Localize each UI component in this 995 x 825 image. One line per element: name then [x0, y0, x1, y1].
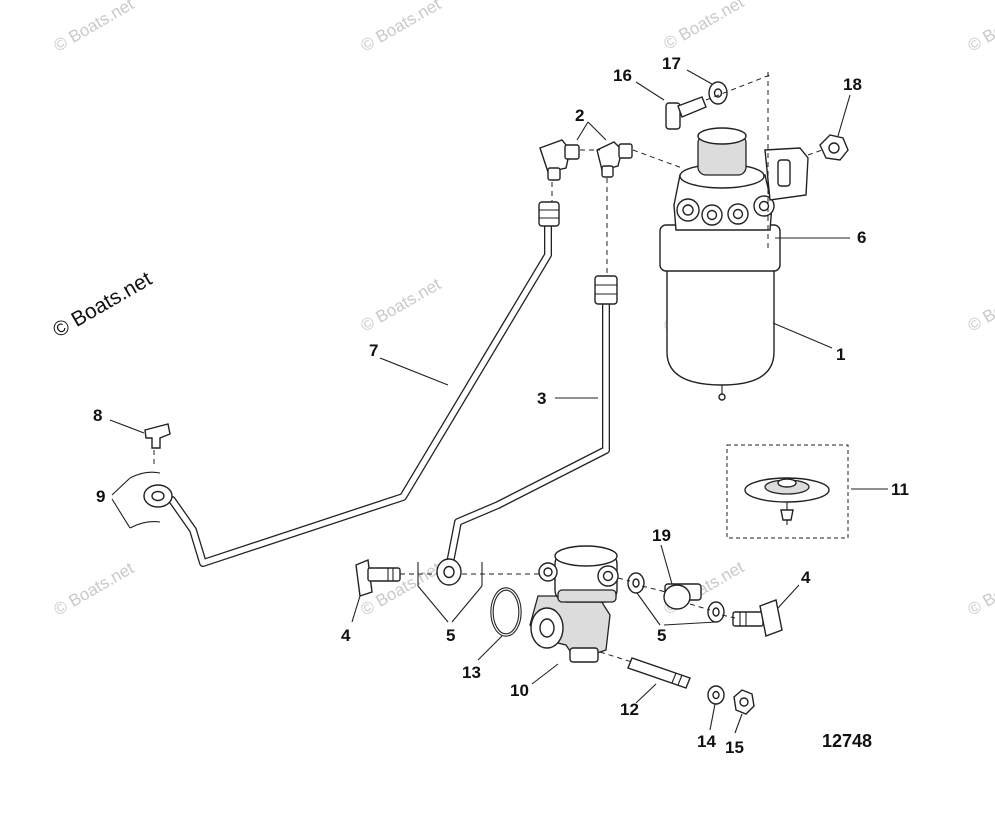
watermark: © Boats.net: [965, 274, 995, 335]
o-ring-13: [490, 587, 522, 637]
callouts: 1 2 3 4 4 5 5 6 7 8 9 10 11 12 13 14 15 …: [93, 54, 909, 757]
fuel-filter-assembly: [659, 127, 809, 401]
watermark: © Boats.net: [358, 274, 445, 335]
callout-1: 1: [836, 345, 845, 364]
callout-19: 19: [652, 526, 671, 545]
watermark: © Boats.net: [51, 0, 138, 55]
callout-4-left: 4: [341, 626, 351, 645]
callout-15: 15: [725, 738, 744, 757]
callout-10: 10: [510, 681, 529, 700]
fuel-pump-10: [529, 545, 619, 663]
kit-11-box: [726, 444, 849, 539]
fitting-8: [144, 423, 171, 468]
callout-16: 16: [613, 66, 632, 85]
callout-5-right: 5: [657, 626, 666, 645]
watermark-prominent: © Boats.net: [49, 267, 156, 342]
callout-7: 7: [369, 341, 378, 360]
watermark: © Boats.net: [358, 0, 445, 55]
watermark: © Boats.net: [965, 558, 995, 619]
callout-12: 12: [620, 700, 639, 719]
callout-3: 3: [537, 389, 546, 408]
callout-2: 2: [575, 106, 584, 125]
leader-lines: [109, 69, 888, 734]
watermark: © Boats.net: [965, 0, 995, 55]
stud-12-washer-14-nut-15: [599, 651, 755, 715]
callout-8: 8: [93, 406, 102, 425]
fuel-tube-3: [436, 275, 618, 586]
callout-9: 9: [96, 487, 105, 506]
figure-number: 12748: [822, 731, 872, 751]
callout-14: 14: [697, 732, 716, 751]
callout-5-left: 5: [446, 626, 455, 645]
banjo-bolt-19-and-bolt-4-right: [617, 572, 783, 637]
watermark: © Boats.net: [661, 0, 748, 53]
callout-4-right: 4: [801, 568, 811, 587]
fuel-tube-7: [143, 201, 560, 567]
banjo-bolt-4-left: [355, 558, 540, 597]
callout-6: 6: [857, 228, 866, 247]
elbow-fittings-2: [539, 139, 683, 276]
callout-13: 13: [462, 663, 481, 682]
washers-9: [129, 471, 161, 529]
callout-18: 18: [843, 75, 862, 94]
callout-11: 11: [891, 480, 909, 499]
callout-17: 17: [662, 54, 681, 73]
mounting-hardware-16-17-18: [665, 72, 849, 250]
watermark: © Boats.net: [51, 558, 138, 619]
